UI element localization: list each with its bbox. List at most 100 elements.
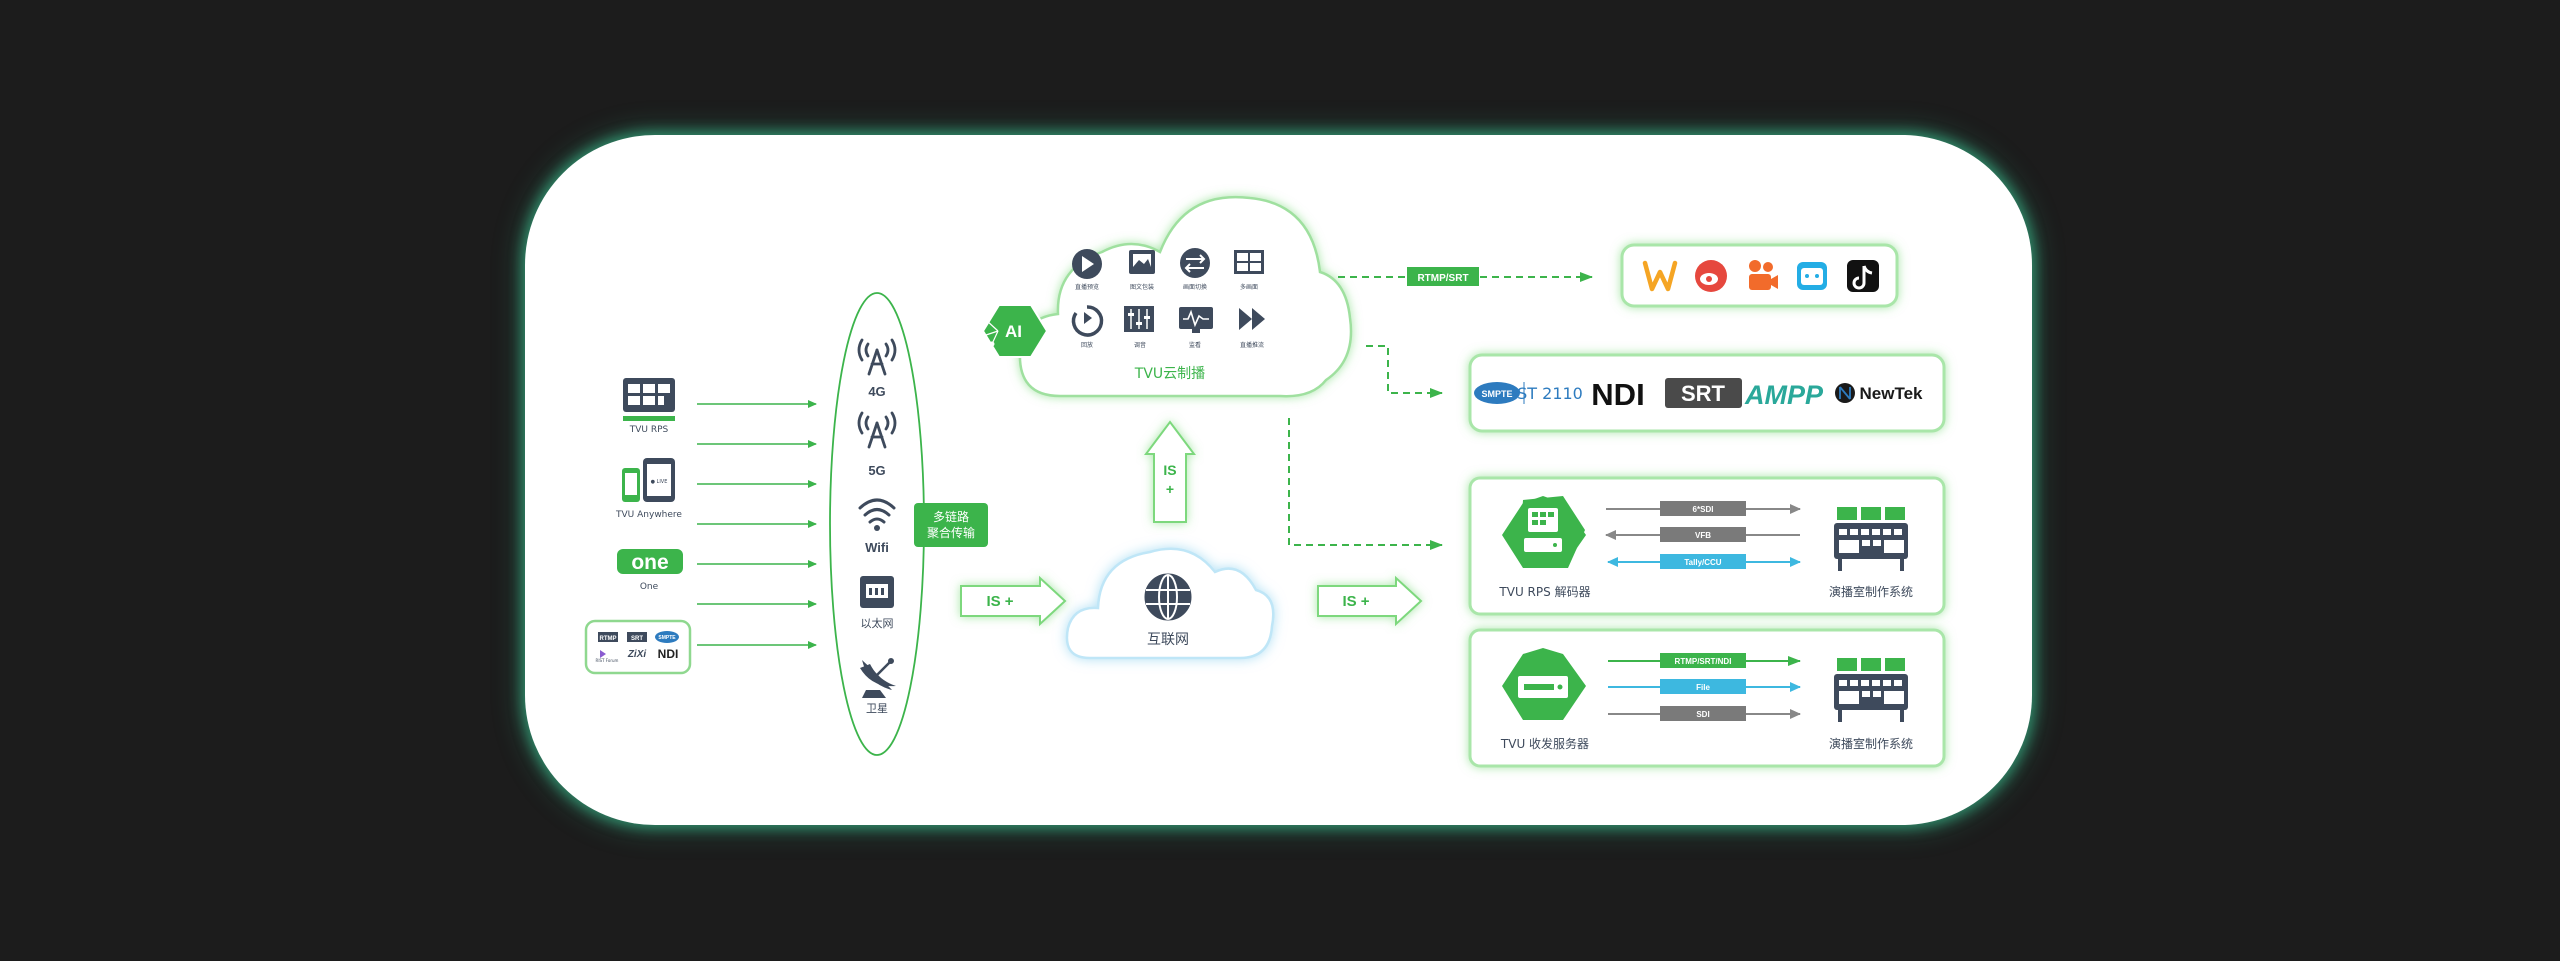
is-arrow-up: IS + <box>1144 420 1196 523</box>
label-wifi: Wifi <box>865 540 889 555</box>
is-arrow-left: IS + <box>960 575 1067 627</box>
source-tvu-rps: TVU RPS <box>623 378 675 435</box>
signal-label: RTMP/SRT/NDI <box>1675 657 1732 666</box>
signal-tag <box>1660 527 1746 542</box>
platform-w-icon <box>1642 260 1678 292</box>
one-logo-badge <box>617 549 683 574</box>
newtek-logo: NewTek <box>1860 384 1924 403</box>
satellite-icon <box>860 658 896 698</box>
fast-forward-icon <box>1239 308 1265 330</box>
graphics-icon <box>1129 250 1155 274</box>
label-4g: 4G <box>868 384 885 399</box>
label-satellite: 卫星 <box>866 702 888 715</box>
decoder-label: TVU RPS 解码器 <box>1498 585 1590 599</box>
source-arrows <box>697 400 817 649</box>
signal-tag <box>1660 679 1746 694</box>
signal-tag <box>1660 554 1746 569</box>
server-label: TVU 收发服务器 <box>1500 736 1589 751</box>
signal-tag <box>1660 653 1746 668</box>
signal-label: SDI <box>1696 710 1709 719</box>
platform-weibo-icon <box>1695 260 1727 292</box>
rps-label: TVU RPS <box>629 425 669 435</box>
internet-label: 互联网 <box>1147 632 1189 648</box>
dashed-arrows <box>1288 272 1593 550</box>
studio-system-icon <box>1834 507 1908 571</box>
antenna-4g-icon <box>857 338 897 376</box>
pro-logos-box: SMPTE ST 2110 NDI SRT AMPP NewTek <box>1468 353 1946 433</box>
bonding-badge: 多链路 聚合传输 <box>914 503 988 547</box>
feature-label: 画面切换 <box>1183 283 1207 291</box>
svg-text:RTMP: RTMP <box>600 636 617 642</box>
source-tvu-anywhere: ● LIVE TVU Anywhere <box>615 458 682 520</box>
source-tvu-one: one One <box>617 549 683 592</box>
ai-badge: AI <box>980 304 1049 358</box>
platform-tiktok-icon <box>1847 260 1879 292</box>
label-5g: 5G <box>868 463 885 478</box>
rtmp-srt-label: RTMP/SRT <box>1417 273 1468 284</box>
decoder-box: TVU RPS 解码器 6*SDI VFB Tally/CCU <box>1468 476 1946 616</box>
decoder-device-icon <box>1502 496 1586 568</box>
rist-logo: RIST Forum <box>596 658 619 663</box>
feature-label: 调音 <box>1134 341 1146 349</box>
is-right-label: IS + <box>1342 593 1369 610</box>
server-studio-label: 演播室制作系统 <box>1829 736 1913 751</box>
signal-label: File <box>1696 683 1710 692</box>
feature-label: 直播预览 <box>1075 283 1099 291</box>
globe-icon <box>1144 573 1192 621</box>
ndi-logo: NDI <box>1591 377 1644 412</box>
srt-logo <box>627 632 647 642</box>
platform-bilibili-icon <box>1797 262 1827 290</box>
anywhere-label: TVU Anywhere <box>615 510 682 520</box>
dashed-arrow-decoder <box>1288 418 1443 550</box>
signal-tag <box>1660 706 1746 721</box>
ethernet-icon <box>860 576 894 608</box>
srt-logo: SRT <box>1681 381 1726 406</box>
feature-label: 多画面 <box>1240 283 1258 291</box>
server-box: TVU 收发服务器 RTMP/SRT/NDI File SDI <box>1468 628 1946 768</box>
switch-icon <box>1180 248 1210 278</box>
is-left-label: IS + <box>986 593 1013 610</box>
studio-system-icon <box>1834 658 1908 722</box>
link-aggregation: 4G 5G Wifi 以太网 卫星 <box>829 292 925 756</box>
internet-cloud: 互联网 <box>1065 547 1275 660</box>
phone-icon <box>622 458 675 502</box>
tvu-cloud: AI 直播预览 图文包装 画面切换 多画面 <box>980 195 1353 398</box>
one-logo: one <box>631 551 668 574</box>
feature-label: 监看 <box>1189 341 1201 349</box>
multiview-icon <box>1234 250 1264 274</box>
rps-device-icon <box>623 378 675 421</box>
bonding-line1: 多链路 <box>933 509 969 524</box>
replay-icon <box>1071 305 1104 337</box>
svg-text:SMPTE: SMPTE <box>1481 389 1512 399</box>
signal-label: Tally/CCU <box>1684 558 1721 567</box>
wifi-icon <box>858 498 896 524</box>
server-device-icon <box>1502 648 1586 720</box>
bonding-line2: 聚合传输 <box>927 525 975 540</box>
rtmp-logo <box>598 632 618 642</box>
signal-label: 6*SDI <box>1693 505 1714 514</box>
link-ellipse <box>829 292 925 756</box>
source-protocols: RTMP SRT SMPTE RIST Forum ZiXi NDI <box>584 619 692 675</box>
anywhere-screen: ● LIVE <box>651 479 668 485</box>
dashed-arrow-pro <box>1366 345 1443 398</box>
play-icon <box>1072 249 1102 279</box>
antenna-5g-icon <box>857 411 897 449</box>
is-up-label-1: IS <box>1163 462 1176 478</box>
feature-label: 直播推流 <box>1240 341 1264 349</box>
feature-label: 图文包装 <box>1130 283 1154 291</box>
decoder-studio-label: 演播室制作系统 <box>1829 584 1913 599</box>
ampp-logo: AMPP <box>1744 380 1824 410</box>
svg-text:SMPTE: SMPTE <box>658 635 676 641</box>
label-ethernet: 以太网 <box>861 617 894 630</box>
smpte-logo <box>655 631 679 643</box>
svg-text:SRT: SRT <box>631 636 643 642</box>
platform-kuaishou-icon <box>1749 260 1778 290</box>
ai-label: AI <box>1005 322 1022 341</box>
zixi-logo: ZiXi <box>627 649 647 660</box>
is-up-label-2: + <box>1166 481 1174 497</box>
ndi-small-logo: NDI <box>658 647 679 661</box>
signal-label: VFB <box>1695 531 1711 540</box>
st2110-logo: ST 2110 <box>1517 384 1583 403</box>
smpte-logo <box>1474 382 1520 404</box>
